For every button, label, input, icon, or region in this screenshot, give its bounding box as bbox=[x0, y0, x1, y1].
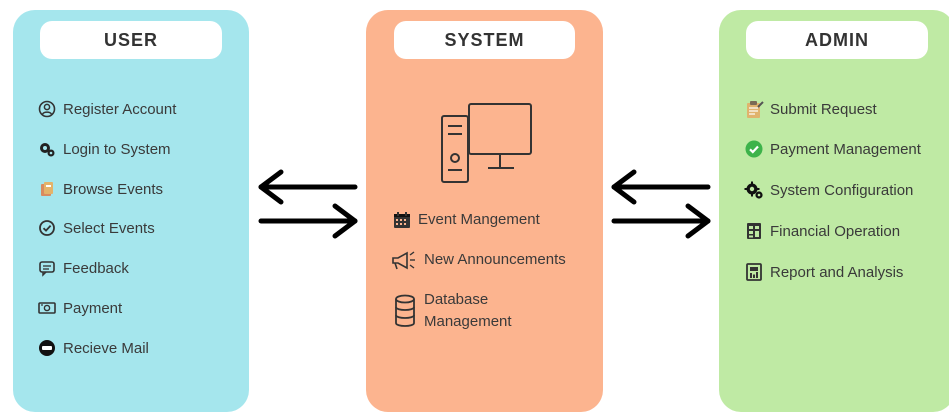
user-item-label: Payment bbox=[63, 299, 123, 317]
admin-panel: ADMIN Submit Request Payment Management … bbox=[719, 10, 949, 412]
user-item-payment: Payment bbox=[37, 298, 122, 318]
check-circle-icon bbox=[37, 218, 57, 238]
user-item-label: Recieve Mail bbox=[63, 339, 149, 357]
green-check-icon bbox=[744, 139, 764, 159]
user-item-select-events: Select Events bbox=[37, 218, 155, 238]
chat-bubble-icon bbox=[37, 258, 57, 278]
arrow-left-icon bbox=[258, 169, 358, 205]
user-circle-icon bbox=[37, 99, 57, 119]
gears-icon bbox=[744, 180, 764, 200]
user-system-arrows bbox=[258, 169, 358, 239]
system-item-label: New Announcements bbox=[424, 251, 566, 268]
user-item-register-account: Register Account bbox=[37, 99, 176, 119]
admin-title: ADMIN bbox=[746, 21, 928, 59]
admin-item-submit-request: Submit Request bbox=[744, 99, 877, 119]
system-item-label: Event Mangement bbox=[418, 211, 540, 228]
calculator-icon bbox=[744, 221, 764, 241]
database-icon bbox=[392, 289, 418, 333]
user-title: USER bbox=[40, 21, 222, 59]
computer-icon bbox=[438, 102, 534, 186]
system-title: SYSTEM bbox=[394, 21, 575, 59]
user-panel: USER Register Account Login to System Br… bbox=[13, 10, 249, 412]
user-item-label: Feedback bbox=[63, 259, 129, 277]
user-item-label: Login to System bbox=[63, 140, 171, 158]
admin-item-financial-operation: Financial Operation bbox=[744, 221, 900, 241]
report-icon bbox=[744, 262, 764, 282]
admin-item-label: Financial Operation bbox=[770, 222, 901, 240]
arrow-right-icon bbox=[611, 203, 711, 239]
admin-item-label: Submit Request bbox=[770, 100, 877, 118]
user-item-label: Register Account bbox=[63, 100, 177, 118]
user-item-login: Login to System bbox=[37, 139, 171, 159]
admin-item-label: System Configuration bbox=[770, 181, 914, 199]
gear-key-icon bbox=[37, 139, 57, 159]
admin-item-system-configuration: System Configuration bbox=[744, 180, 913, 200]
money-icon bbox=[37, 298, 57, 318]
tickets-icon bbox=[37, 179, 57, 199]
user-item-feedback: Feedback bbox=[37, 258, 129, 278]
admin-item-report-and-analysis: Report and Analysis bbox=[744, 262, 903, 282]
calendar-icon bbox=[392, 210, 412, 230]
system-item-database-management: Database Management bbox=[392, 289, 534, 333]
system-item-label: Database Management bbox=[424, 291, 512, 330]
arrow-left-icon bbox=[611, 169, 711, 205]
system-item-event-mangement: Event Mangement bbox=[392, 209, 578, 231]
system-item-new-announcements: New Announcements bbox=[390, 249, 594, 271]
user-item-label: Browse Events bbox=[63, 180, 164, 198]
user-item-recieve-mail: Recieve Mail bbox=[37, 338, 149, 358]
mail-circle-icon bbox=[37, 338, 57, 358]
user-item-browse-events: Browse Events bbox=[37, 179, 163, 199]
user-item-label: Select Events bbox=[63, 219, 155, 237]
clipboard-icon bbox=[744, 99, 764, 119]
admin-item-payment-management: Payment Management bbox=[744, 139, 921, 159]
arrow-right-icon bbox=[258, 203, 358, 239]
admin-item-label: Report and Analysis bbox=[770, 263, 904, 281]
system-admin-arrows bbox=[611, 169, 711, 239]
admin-item-label: Payment Management bbox=[770, 140, 921, 158]
system-panel: SYSTEM Event Mangement New Announcements… bbox=[366, 10, 603, 412]
megaphone-icon bbox=[390, 249, 418, 271]
